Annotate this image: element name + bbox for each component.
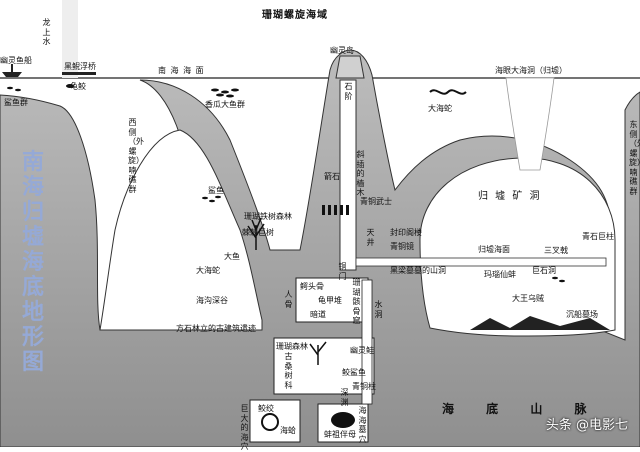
deep-pool-label: 深渊 bbox=[340, 388, 349, 407]
turtle-pile-label: 龟甲堆 bbox=[318, 296, 342, 305]
sea-snake-label: 大海蛇 bbox=[428, 104, 452, 113]
thorn-tree-label: 棘棘巨树 bbox=[242, 228, 274, 237]
coral-forest-lower-label: 珊瑚森林 bbox=[276, 342, 308, 351]
diagonal-wood-label: 斜插的樯木 bbox=[356, 150, 365, 198]
map-title: 珊瑚螺旋海域 bbox=[262, 6, 328, 21]
sunken-ship-label: 沉船墓场 bbox=[566, 310, 598, 319]
croc-skull-label: 鳄头骨 bbox=[300, 282, 324, 291]
sea-snake-icon bbox=[430, 90, 466, 93]
ghost-island bbox=[336, 56, 364, 78]
sea-eye-label: 海眼大海洞（归墟） bbox=[495, 66, 567, 75]
shark-label: 鲨鱼 bbox=[208, 186, 224, 195]
ancient-tree-label: 古桑树科 bbox=[284, 352, 293, 390]
jiao-shark-label: 鲛鲨鱼 bbox=[342, 368, 366, 377]
shark-group-label: 鲨鱼群 bbox=[4, 98, 28, 107]
trident-label: 三叉戟 bbox=[544, 246, 568, 255]
sea-surface-label: 南 海 海 面 bbox=[158, 66, 205, 75]
west-spiral-label: 西侧（外螺旋）喃礁群 bbox=[128, 118, 137, 194]
big-fish-label: 大鱼 bbox=[224, 252, 240, 261]
east-spiral-label: 东侧（外螺旋）喃礁群 bbox=[629, 120, 638, 196]
pearl-label: 玛瑙仙蚌 bbox=[484, 270, 516, 279]
human-bone-label: 人骨 bbox=[284, 290, 293, 309]
sky-well-label: 天井 bbox=[366, 228, 375, 247]
pillar-label: 青石巨柱 bbox=[582, 232, 614, 241]
guixu-mine-label: 归 墟 矿 洞 bbox=[478, 192, 542, 201]
ruins-label: 方石林立的古建筑遗迹 bbox=[176, 324, 256, 333]
water-grave-label: 海蛤 bbox=[280, 426, 296, 435]
sealed-palace-label: 封印阁楼 bbox=[390, 228, 422, 237]
mussel-icon bbox=[331, 412, 355, 428]
giant-snail-label: 鲛绞 bbox=[258, 404, 274, 413]
mussel-mother-side-label: 海海墓穴 bbox=[358, 406, 367, 444]
coral-forest-label: 珊瑚铁树森林 bbox=[244, 212, 292, 221]
ghost-island-label: 幽灵岛 bbox=[330, 46, 354, 55]
bridge-icon bbox=[62, 72, 96, 75]
black-beam-label: 黑梁墓墓的山洞 bbox=[390, 266, 446, 275]
bronze-warriors-label: 青铜武士 bbox=[360, 197, 392, 206]
guixu-surface-label: 归墟海面 bbox=[478, 245, 510, 254]
turtle-label: 龟鲛 bbox=[70, 82, 86, 91]
watermark: 头条 @电影七 bbox=[546, 414, 628, 433]
stairs-label: 石阶 bbox=[344, 82, 353, 101]
mirror-label: 青铜镜 bbox=[390, 242, 414, 251]
ghost-fish-label: 幽灵鲑 bbox=[350, 346, 374, 355]
giant-cave-label: 巨大的海穴 bbox=[240, 404, 249, 452]
deep-trench-label: 海沟深谷 bbox=[196, 296, 228, 305]
tunnel bbox=[356, 258, 606, 266]
ghost-ship-label: 幽灵鱼船 bbox=[0, 56, 32, 65]
giant-squid-label: 大王乌贼 bbox=[512, 294, 544, 303]
coral-cave-label: 珊瑚骸骨窟 bbox=[352, 278, 361, 326]
reef-stone-label: 箭石 bbox=[324, 172, 340, 181]
fragrant-fish-label: 香瓜大鱼群 bbox=[205, 100, 245, 109]
side-title: 南海归墟海底地形图 bbox=[20, 150, 46, 375]
big-eel-label: 大海蛇 bbox=[196, 266, 220, 275]
central-shaft bbox=[340, 80, 356, 270]
bronze-gate-label: 铜门 bbox=[338, 262, 347, 281]
ghost-ship-icon bbox=[2, 64, 22, 77]
dark-passage-label: 暗道 bbox=[310, 310, 326, 319]
dragon-water-label: 龙上水 bbox=[42, 18, 51, 47]
mussel-mother-label: 蚌祖伴母 bbox=[324, 430, 356, 439]
bridge-label: 黑鲵浮桥 bbox=[64, 62, 96, 71]
water-cave-label: 水洞 bbox=[374, 300, 383, 319]
stone-stele-label: 巨石洞 bbox=[532, 266, 556, 275]
bronze-pillars-label: 青铜柱 bbox=[352, 382, 376, 391]
